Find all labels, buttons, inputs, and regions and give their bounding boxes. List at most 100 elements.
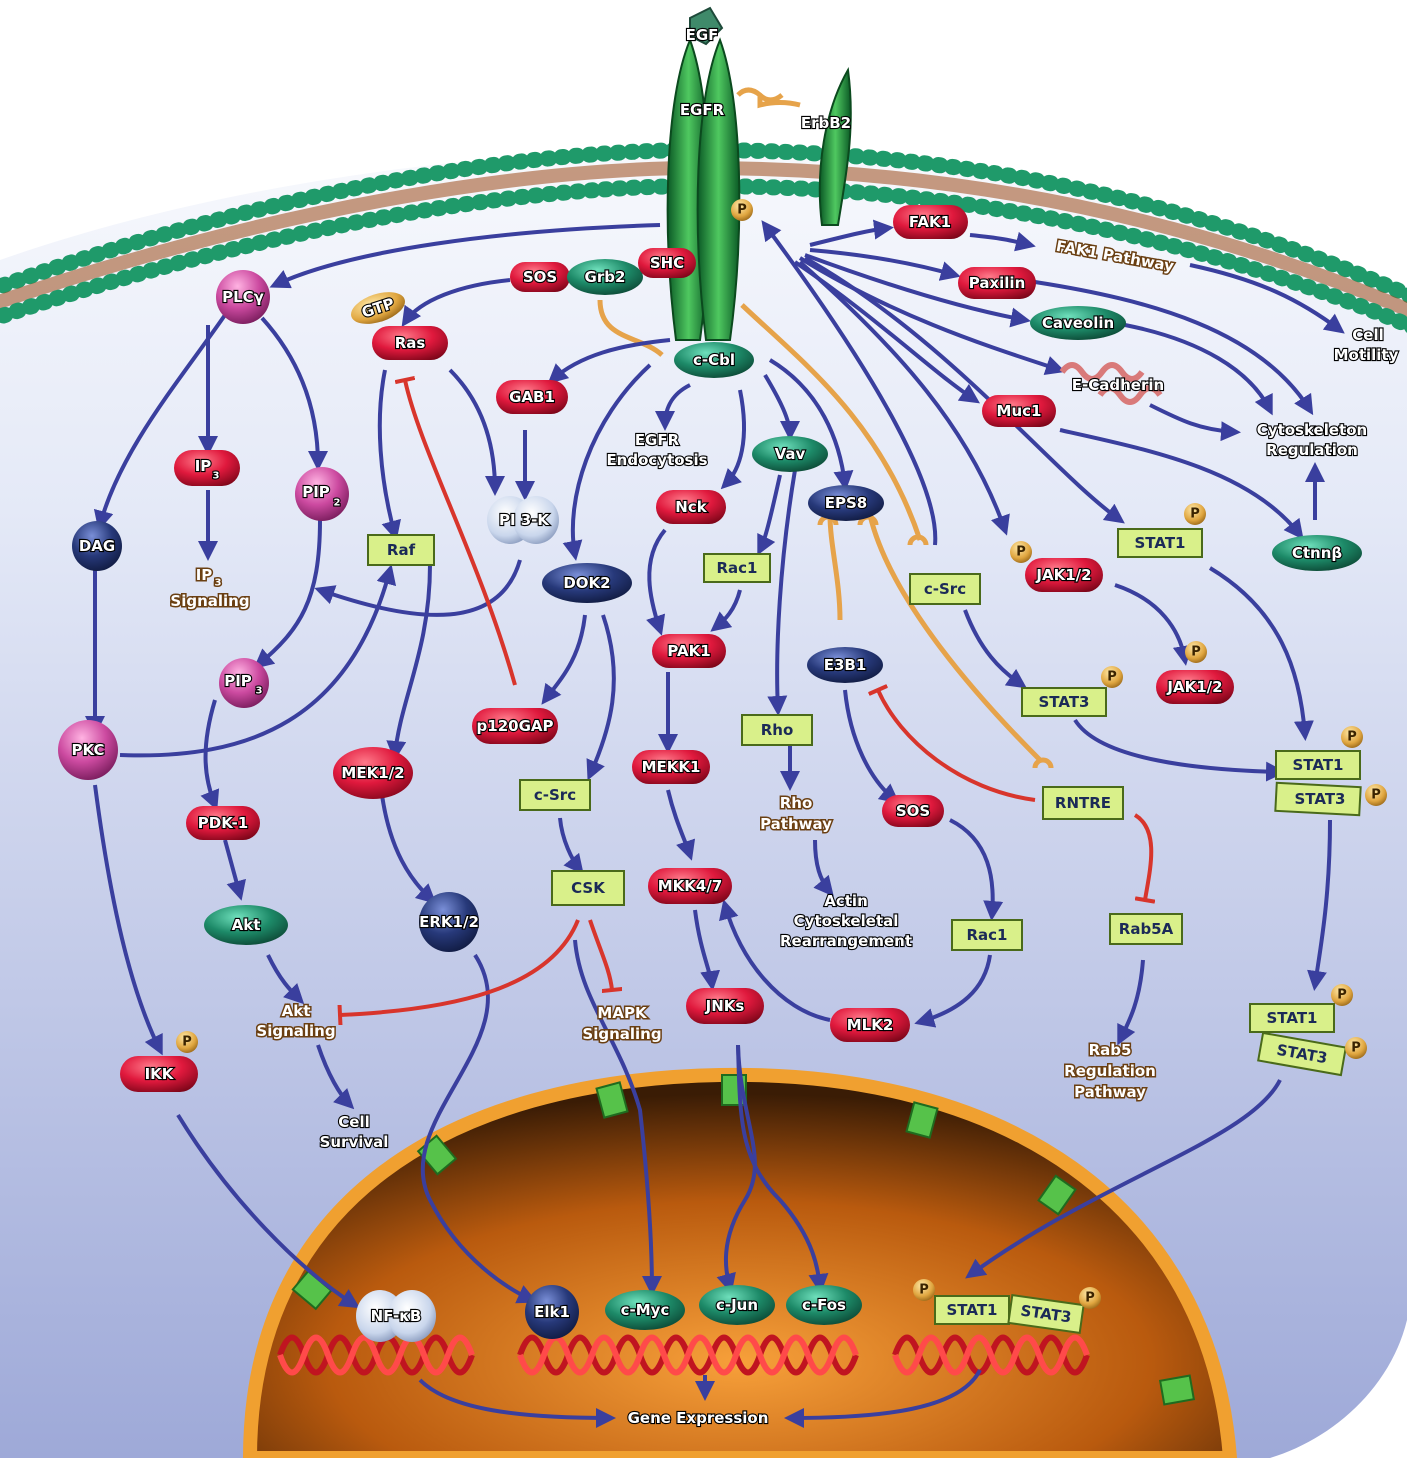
node-csrc-right: c-Src	[910, 574, 980, 604]
node-ctnnb: Ctnnβ	[1272, 535, 1362, 571]
node-rac1-mid: Rac1	[952, 920, 1022, 950]
node-caveolin: Caveolin	[1030, 306, 1126, 340]
node-rntre: RNTRE	[1043, 787, 1123, 819]
node-cmyc: c-Myc	[605, 1290, 685, 1330]
svg-text:3: 3	[256, 686, 263, 697]
svg-text:Akt: Akt	[232, 916, 261, 934]
svg-text:PIP: PIP	[224, 672, 252, 690]
svg-text:Elk1: Elk1	[534, 1303, 570, 1321]
egfr-phospho-site: P	[731, 199, 753, 221]
svg-text:P: P	[182, 1035, 192, 1050]
node-ras: Ras	[372, 326, 448, 360]
svg-text:Cell: Cell	[1352, 326, 1383, 344]
svg-text:PKC: PKC	[72, 741, 105, 759]
svg-text:c-Myc: c-Myc	[621, 1301, 670, 1319]
node-csk: CSK	[552, 871, 624, 905]
node-akt: Akt	[204, 905, 288, 945]
node-dag: DAG	[72, 521, 122, 571]
node-pi3k: PI 3-K	[487, 496, 559, 544]
svg-text:EPS8: EPS8	[825, 494, 867, 512]
node-pip3: PIP 3	[219, 658, 269, 708]
node-paxilin: Paxilin	[958, 267, 1036, 299]
svg-text:Paxilin: Paxilin	[969, 274, 1026, 292]
svg-text:DAG: DAG	[79, 537, 115, 555]
node-mekk1: MEKK1	[632, 750, 710, 784]
node-elk1: Elk1	[525, 1285, 579, 1339]
svg-text:Caveolin: Caveolin	[1042, 314, 1114, 332]
node-cjun: c-Jun	[699, 1285, 775, 1325]
svg-text:STAT1: STAT1	[947, 1301, 998, 1319]
node-fak1: FAK1	[893, 205, 968, 239]
svg-text:Signaling: Signaling	[582, 1025, 661, 1043]
svg-text:Cytoskeletal: Cytoskeletal	[794, 912, 899, 930]
node-rho: Rho	[742, 715, 812, 745]
node-dok2: DOK2	[542, 563, 632, 603]
svg-text:STAT1: STAT1	[1267, 1009, 1318, 1027]
node-pak1: PAK1	[652, 634, 726, 668]
svg-text:Raf: Raf	[387, 541, 416, 559]
svg-text:PLCγ: PLCγ	[222, 288, 264, 306]
svg-text:Rearrangement: Rearrangement	[780, 932, 912, 950]
svg-text:SOS: SOS	[523, 268, 557, 286]
node-grb2: Grb2	[567, 259, 643, 295]
svg-text:SHC: SHC	[650, 254, 684, 272]
node-ip3: IP 3	[174, 450, 240, 486]
svg-text:Actin: Actin	[824, 892, 868, 910]
svg-text:Regulation: Regulation	[1266, 441, 1358, 459]
svg-text:P: P	[1371, 788, 1381, 803]
svg-text:P: P	[1190, 507, 1200, 522]
svg-text:E3B1: E3B1	[824, 656, 867, 674]
svg-text:Motility: Motility	[1334, 346, 1399, 364]
node-pdk1: PDK-1	[186, 806, 260, 840]
svg-text:E-Cadherin: E-Cadherin	[1072, 376, 1164, 394]
svg-text:GAB1: GAB1	[509, 388, 555, 406]
node-mkk47: MKK4/7	[648, 868, 732, 904]
svg-text:3: 3	[213, 471, 220, 482]
svg-text:SOS: SOS	[896, 802, 930, 820]
svg-text:P: P	[1337, 988, 1347, 1003]
svg-text:c-Src: c-Src	[924, 580, 966, 598]
svg-text:P: P	[1191, 645, 1201, 660]
svg-text:Rab5: Rab5	[1089, 1041, 1132, 1059]
node-sos-mid: SOS	[882, 795, 944, 827]
svg-text:Signaling: Signaling	[170, 592, 249, 610]
svg-text:MLK2: MLK2	[847, 1016, 894, 1034]
svg-text:P: P	[1016, 545, 1026, 560]
svg-text:Regulation: Regulation	[1064, 1062, 1156, 1080]
svg-text:c-Jun: c-Jun	[716, 1296, 758, 1314]
svg-text:Vav: Vav	[775, 445, 806, 463]
svg-text:NF-κB: NF-κB	[371, 1307, 422, 1325]
node-egfr: EGFR	[680, 101, 725, 119]
svg-text:PAK1: PAK1	[667, 642, 710, 660]
svg-text:c-Cbl: c-Cbl	[693, 351, 735, 369]
svg-text:Rac1: Rac1	[966, 926, 1007, 944]
node-nfkb: NF-κB	[356, 1290, 436, 1342]
svg-text:Rho: Rho	[761, 721, 794, 739]
svg-text:P: P	[737, 203, 747, 218]
node-rac1-top: Rac1	[704, 554, 770, 582]
svg-text:Ctnnβ: Ctnnβ	[1292, 544, 1343, 562]
svg-text:Pathway: Pathway	[760, 815, 832, 833]
svg-text:Grb2: Grb2	[585, 268, 626, 286]
svg-text:IP: IP	[195, 457, 212, 475]
svg-text:Gene Expression: Gene Expression	[628, 1409, 769, 1427]
svg-text:STAT1: STAT1	[1293, 756, 1344, 774]
node-muc1: Muc1	[982, 395, 1056, 427]
svg-text:MKK4/7: MKK4/7	[658, 877, 723, 895]
svg-text:Cytoskeleton: Cytoskeleton	[1257, 421, 1367, 439]
svg-text:P: P	[1351, 1041, 1361, 1056]
svg-text:Endocytosis: Endocytosis	[606, 451, 707, 469]
svg-text:P: P	[1107, 670, 1117, 685]
svg-text:P: P	[1347, 730, 1357, 745]
svg-text:Ras: Ras	[395, 334, 426, 352]
svg-text:STAT1: STAT1	[1135, 534, 1186, 552]
svg-text:Akt: Akt	[282, 1002, 311, 1020]
svg-text:RNTRE: RNTRE	[1055, 794, 1111, 812]
node-raf: Raf	[368, 535, 434, 565]
node-e3b1: E3B1	[807, 647, 883, 683]
node-ccbl: c-Cbl	[674, 342, 754, 378]
svg-text:ERK1/2: ERK1/2	[419, 913, 479, 931]
node-shc: SHC	[638, 248, 696, 278]
node-jnks: JNKs	[686, 988, 764, 1024]
